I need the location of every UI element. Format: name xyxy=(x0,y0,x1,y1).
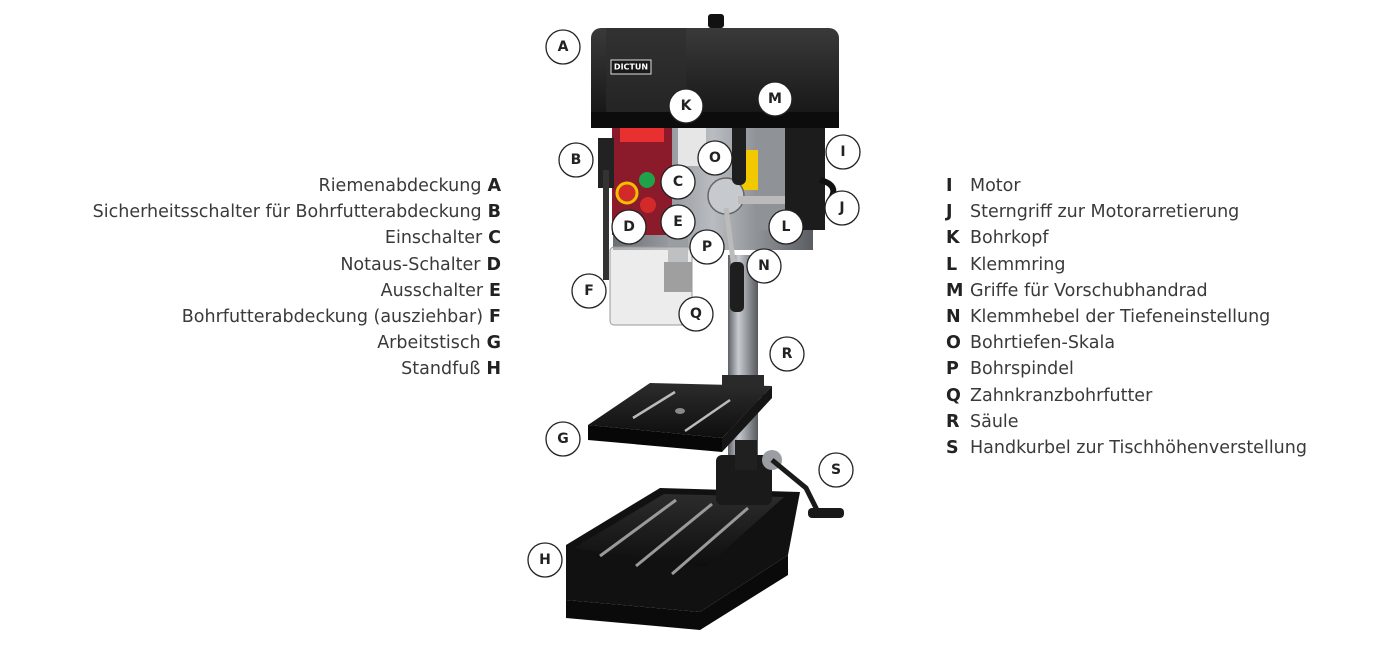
svg-text:D: D xyxy=(623,219,635,235)
table-crank xyxy=(762,450,844,518)
callout-e: E xyxy=(660,204,696,240)
brand-logo: DICTUN xyxy=(614,63,648,72)
callout-s: S xyxy=(818,452,854,488)
callout-d: D xyxy=(611,209,647,245)
callout-k: K xyxy=(668,88,704,124)
callout-c: C xyxy=(660,164,696,200)
callout-h: H xyxy=(527,542,563,578)
callout-f: F xyxy=(571,273,607,309)
callout-g: G xyxy=(545,421,581,457)
svg-text:I: I xyxy=(840,144,845,160)
callout-i: I xyxy=(825,134,861,170)
work-table xyxy=(588,383,772,470)
brand-text: DICTUN xyxy=(614,63,648,72)
emergency-stop-button xyxy=(615,181,639,205)
on-switch xyxy=(639,172,655,188)
callout-l: L xyxy=(768,209,804,245)
drill-press-illustration: DICTUN A B C D E F G H I J K L M N O P Q… xyxy=(527,14,861,630)
legend-item-b: Sicherheitsschalter für Bohrfutterabdeck… xyxy=(92,202,501,223)
callout-o: O xyxy=(697,140,733,176)
spindle-assembly xyxy=(609,236,693,326)
callout-b: B xyxy=(558,142,594,178)
svg-text:R: R xyxy=(782,346,793,362)
svg-text:Q: Q xyxy=(690,306,702,322)
callout-a: A xyxy=(545,29,581,65)
svg-text:H: H xyxy=(539,552,551,568)
off-switch xyxy=(640,197,656,213)
svg-text:F: F xyxy=(584,283,594,299)
svg-text:N: N xyxy=(758,258,770,274)
callout-r: R xyxy=(769,336,805,372)
svg-text:J: J xyxy=(838,200,844,216)
svg-text:P: P xyxy=(702,239,712,255)
svg-text:E: E xyxy=(673,214,683,230)
callout-p: P xyxy=(689,229,725,265)
svg-text:S: S xyxy=(831,462,841,478)
svg-text:B: B xyxy=(571,152,582,168)
svg-text:G: G xyxy=(557,431,569,447)
callout-n: N xyxy=(746,248,782,284)
base-foot xyxy=(566,488,800,630)
chuck-guard xyxy=(609,246,693,326)
callout-m: M xyxy=(757,81,793,117)
svg-text:A: A xyxy=(558,39,569,55)
svg-text:C: C xyxy=(673,174,683,190)
svg-text:M: M xyxy=(768,91,782,107)
callout-q: Q xyxy=(678,296,714,332)
svg-text:O: O xyxy=(709,150,721,166)
legend-item-f: Bohrfutterabdeckung (ausziehbar)F xyxy=(181,306,501,327)
callout-j: J xyxy=(824,190,860,226)
svg-text:L: L xyxy=(782,219,791,235)
svg-text:K: K xyxy=(681,98,693,114)
